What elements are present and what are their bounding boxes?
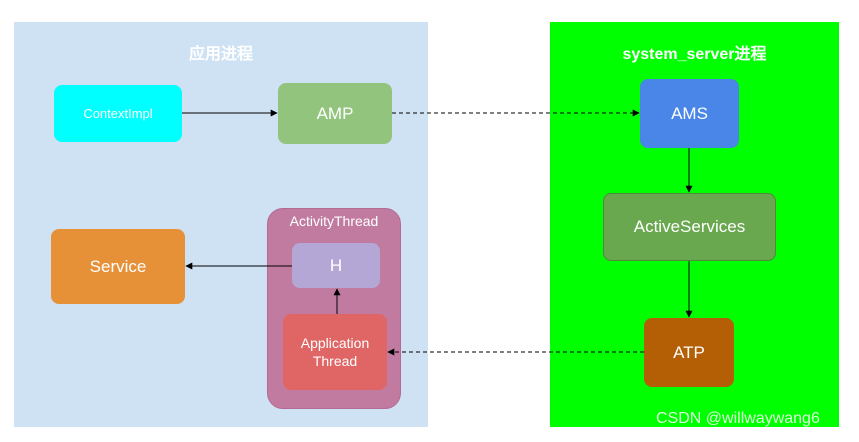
system-server-title: system_server进程 (622, 46, 767, 63)
watermark: CSDN @willwaywang6 (656, 410, 820, 427)
activity-thread-label: ActivityThread (289, 213, 379, 229)
node-active-services: ActiveServices (603, 193, 776, 261)
app-process-title: 应用进程 (188, 46, 253, 63)
node-service: Service (51, 229, 185, 304)
node-application-thread: Application Thread (283, 314, 387, 390)
node-atp: ATP (644, 318, 734, 387)
node-ams: AMS (640, 79, 739, 148)
node-contextimpl: ContextImpl (54, 85, 182, 142)
node-amp: AMP (278, 83, 392, 144)
node-h: H (292, 243, 380, 288)
